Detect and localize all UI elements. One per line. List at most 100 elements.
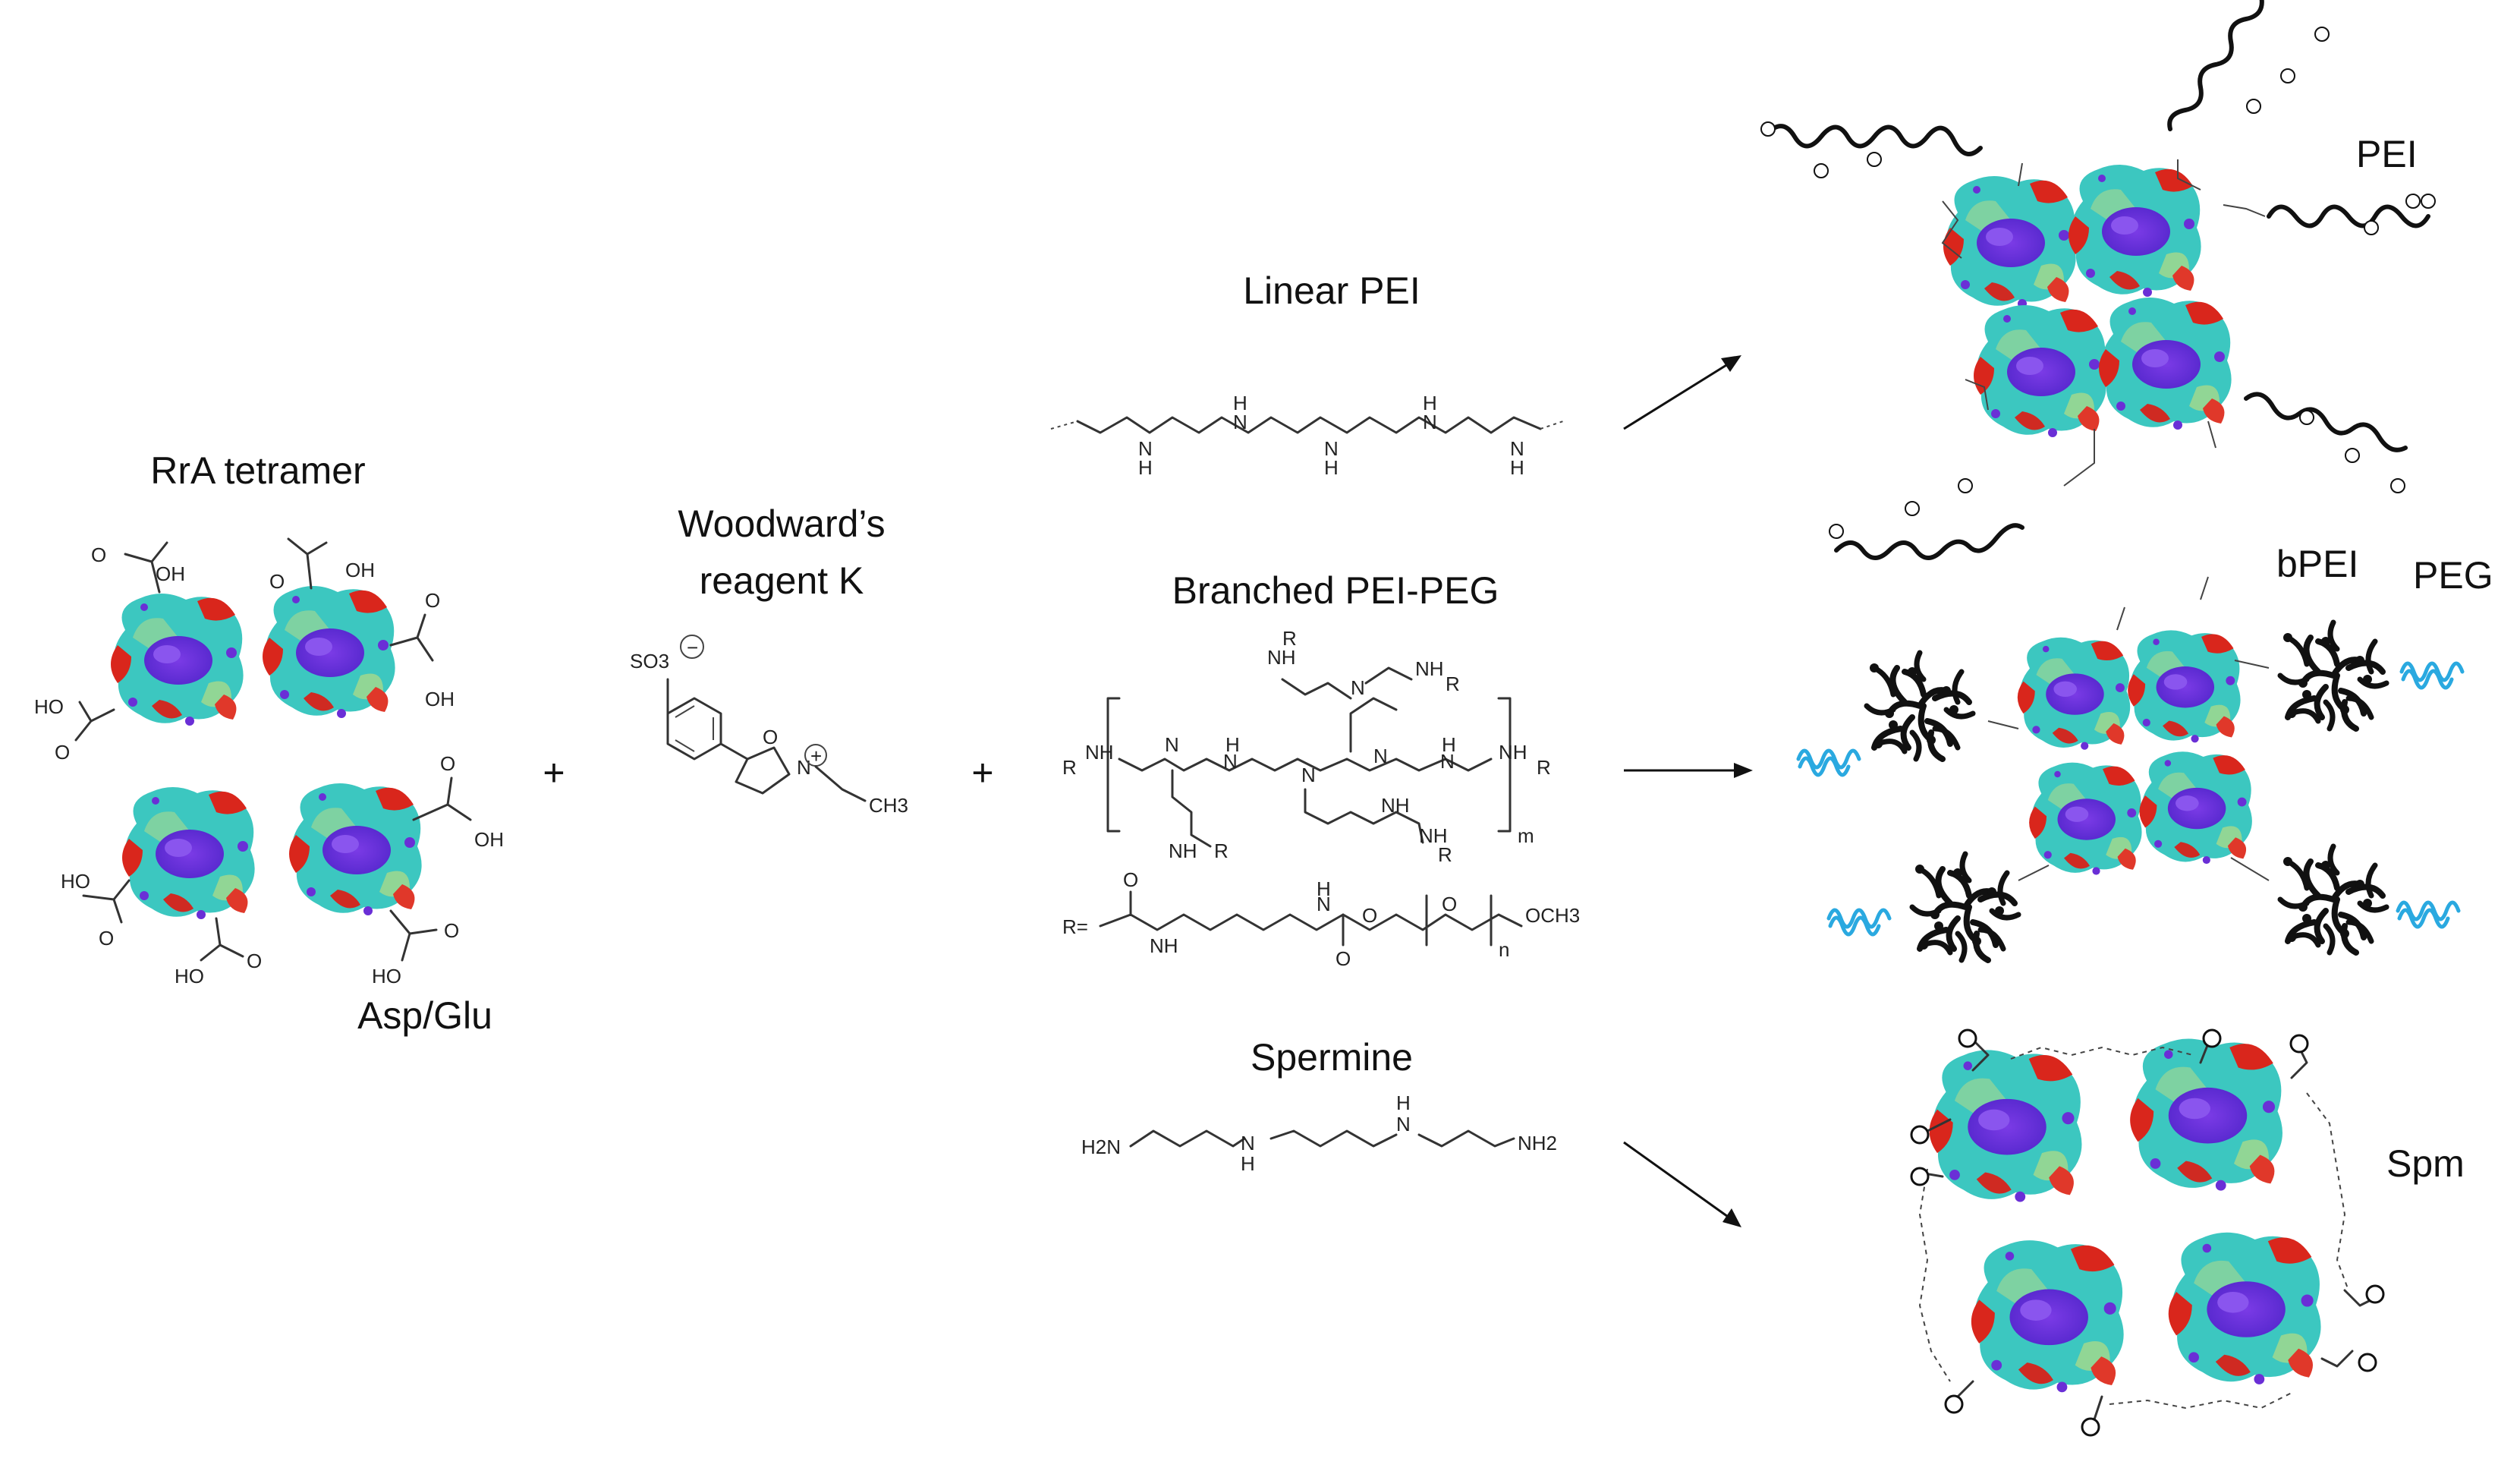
svg-text:N: N — [1317, 893, 1331, 915]
protein-subunit — [2017, 637, 2131, 750]
svg-text:N: N — [1373, 745, 1388, 767]
svg-text:R: R — [1446, 673, 1460, 695]
bpei-cluster — [1867, 653, 1973, 759]
peg-product-label: PEG — [2413, 554, 2493, 597]
svg-text:O: O — [269, 570, 285, 593]
svg-text:OH: OH — [425, 688, 455, 710]
peg-coil — [2398, 902, 2459, 927]
protein-subunit — [2139, 751, 2252, 865]
spermine-label: Spermine — [1251, 1036, 1413, 1079]
svg-text:OH: OH — [474, 828, 504, 851]
woodward-label-line1: Woodward’s — [678, 502, 885, 545]
linear-pei-structure: N H H N N H H N N H — [1050, 392, 1564, 479]
svg-text:R: R — [1438, 843, 1452, 866]
svg-text:O: O — [1362, 904, 1377, 927]
woodward-label-line2: reagent K — [700, 559, 864, 602]
svg-text:H: H — [1317, 877, 1331, 900]
svg-text:O: O — [1336, 947, 1351, 970]
protein-subunit — [1929, 1050, 2082, 1202]
plus-sign-2: + — [971, 751, 993, 794]
protein-subunit-3 — [122, 786, 255, 919]
linear-pei-label: Linear PEI — [1243, 269, 1420, 312]
spm-product-label: Spm — [2386, 1142, 2465, 1185]
svg-text:N: N — [1324, 437, 1339, 460]
protein-subunit-2 — [263, 585, 395, 718]
svg-text:SO3: SO3 — [630, 650, 669, 673]
svg-text:O: O — [425, 589, 440, 612]
svg-text:O: O — [99, 927, 114, 950]
arrow-to-spm-conjugate — [1623, 1141, 1741, 1227]
protein-subunit — [2128, 630, 2241, 743]
bpei-cluster — [2280, 846, 2386, 953]
svg-text:N: N — [1233, 411, 1247, 433]
protein-subunit — [1943, 175, 2076, 308]
spm-conjugate-product: Spm — [1910, 1028, 2465, 1437]
svg-text:N: N — [1301, 764, 1316, 786]
svg-text:O: O — [1123, 868, 1138, 891]
svg-text:NH2: NH2 — [1518, 1132, 1557, 1154]
svg-text:H: H — [1241, 1152, 1255, 1175]
svg-text:O: O — [91, 543, 106, 566]
branched-pei-peg-structure: R NH N H N N N H N NH R NH R N NH R NH R… — [1062, 627, 1551, 866]
peg-coil — [2402, 663, 2462, 688]
svg-text:HO: HO — [61, 870, 90, 893]
peg-coil — [1829, 910, 1889, 934]
svg-text:H: H — [1396, 1091, 1411, 1114]
svg-text:R: R — [1537, 756, 1551, 779]
bpei-product-label: bPEI — [2276, 543, 2358, 585]
svg-text:N: N — [1440, 750, 1455, 773]
svg-text:H: H — [1138, 456, 1153, 479]
pei-conjugate-product: PEI — [1760, 0, 2436, 560]
svg-text:N: N — [1223, 750, 1238, 773]
protein-subunit — [2069, 164, 2201, 297]
svg-text:R: R — [1062, 756, 1077, 779]
spermine-structure: H2N N H H N NH2 — [1081, 1091, 1557, 1175]
svg-text:O: O — [1442, 893, 1457, 915]
branched-pei-peg-label: Branched PEI-PEG — [1172, 569, 1499, 612]
svg-text:H2N: H2N — [1081, 1136, 1121, 1158]
arrow-to-bpei-conjugate — [1624, 763, 1753, 778]
svg-text:NH: NH — [1169, 839, 1197, 862]
svg-text:O: O — [247, 950, 262, 972]
protein-subunit — [1971, 1240, 2124, 1393]
arrow-to-pei-conjugate — [1623, 355, 1741, 430]
svg-text:NH: NH — [1381, 794, 1410, 817]
svg-text:OH: OH — [156, 562, 185, 585]
plus-sign-1: + — [543, 751, 565, 794]
svg-text:N: N — [1138, 437, 1153, 460]
svg-text:H: H — [1233, 392, 1247, 414]
pei-product-label: PEI — [2356, 133, 2418, 175]
rra-tetramer-structure: O OH HO O O OH O OH O OH HO O HO O O HO — [34, 537, 504, 987]
svg-text:OH: OH — [345, 559, 375, 581]
svg-text:N: N — [1423, 411, 1437, 433]
svg-text:N: N — [1396, 1113, 1411, 1136]
svg-text:NH: NH — [1085, 741, 1114, 764]
svg-text:N: N — [797, 756, 811, 779]
protein-subunit — [2029, 762, 2142, 875]
svg-text:NH: NH — [1415, 657, 1444, 680]
svg-text:HO: HO — [34, 695, 64, 718]
protein-subunit — [1974, 304, 2106, 437]
protein-subunit — [2168, 1232, 2321, 1384]
svg-text:N: N — [1351, 676, 1365, 699]
svg-text:H: H — [1442, 733, 1456, 756]
svg-text:m: m — [1518, 824, 1534, 847]
svg-text:R=: R= — [1062, 915, 1088, 938]
svg-text:NH: NH — [1419, 824, 1448, 847]
rra-tetramer-label: RrA tetramer — [150, 449, 365, 492]
bpei-peg-conjugate-product: bPEI PEG — [1798, 543, 2493, 960]
svg-text:H: H — [1324, 456, 1339, 479]
svg-text:R: R — [1282, 627, 1297, 650]
svg-text:H: H — [1225, 733, 1240, 756]
svg-text:NH: NH — [1499, 741, 1527, 764]
svg-text:HO: HO — [372, 965, 401, 987]
svg-text:H: H — [1510, 456, 1524, 479]
svg-text:N: N — [1241, 1132, 1255, 1154]
protein-subunit-4 — [289, 783, 422, 915]
svg-text:H: H — [1423, 392, 1437, 414]
protein-subunit-1 — [111, 593, 244, 726]
svg-text:NH: NH — [1150, 934, 1178, 957]
svg-text:N: N — [1165, 733, 1179, 756]
svg-text:O: O — [763, 726, 778, 748]
